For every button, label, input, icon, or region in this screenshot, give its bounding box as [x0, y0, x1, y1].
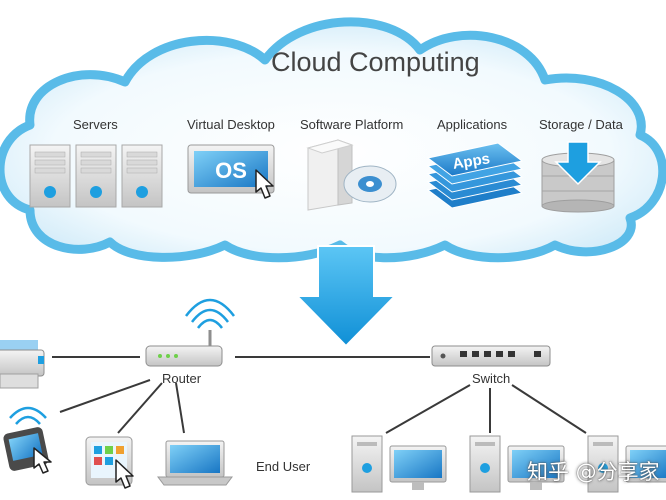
desktop-computer-icon	[469, 435, 565, 493]
switch-label: Switch	[472, 371, 511, 386]
cloud-title: Cloud Computing	[271, 47, 480, 77]
router-label: Router	[162, 371, 202, 386]
svg-text:Apps: Apps	[451, 150, 491, 173]
router-icon	[145, 298, 235, 367]
database-icon	[541, 141, 615, 213]
os-monitor-icon: OS	[187, 144, 275, 199]
download-arrow-icon	[294, 245, 398, 348]
service-label-software-platform: Software Platform	[300, 117, 404, 132]
switch-icon	[431, 345, 551, 367]
printer-icon	[0, 340, 45, 389]
software-box-icon	[306, 139, 397, 211]
end-user-label: End User	[256, 459, 311, 474]
pda-wifi-icon	[3, 406, 52, 474]
tablet-icon	[85, 436, 134, 489]
service-label-virtual-desktop: Virtual Desktop	[187, 117, 275, 132]
service-label-applications: Applications	[437, 117, 508, 132]
apps-stack-icon: Apps	[426, 142, 524, 209]
network-links	[52, 356, 587, 434]
svg-text:OS: OS	[215, 158, 247, 183]
laptop-icon	[157, 440, 233, 486]
desktop-computer-icon	[587, 435, 666, 493]
watermark: 知乎 @分享家	[527, 460, 660, 484]
server-rack-icon	[29, 144, 163, 208]
service-label-servers: Servers	[73, 117, 118, 132]
service-label-storage-data: Storage / Data	[539, 117, 623, 132]
desktop-computer-icon	[351, 435, 447, 493]
